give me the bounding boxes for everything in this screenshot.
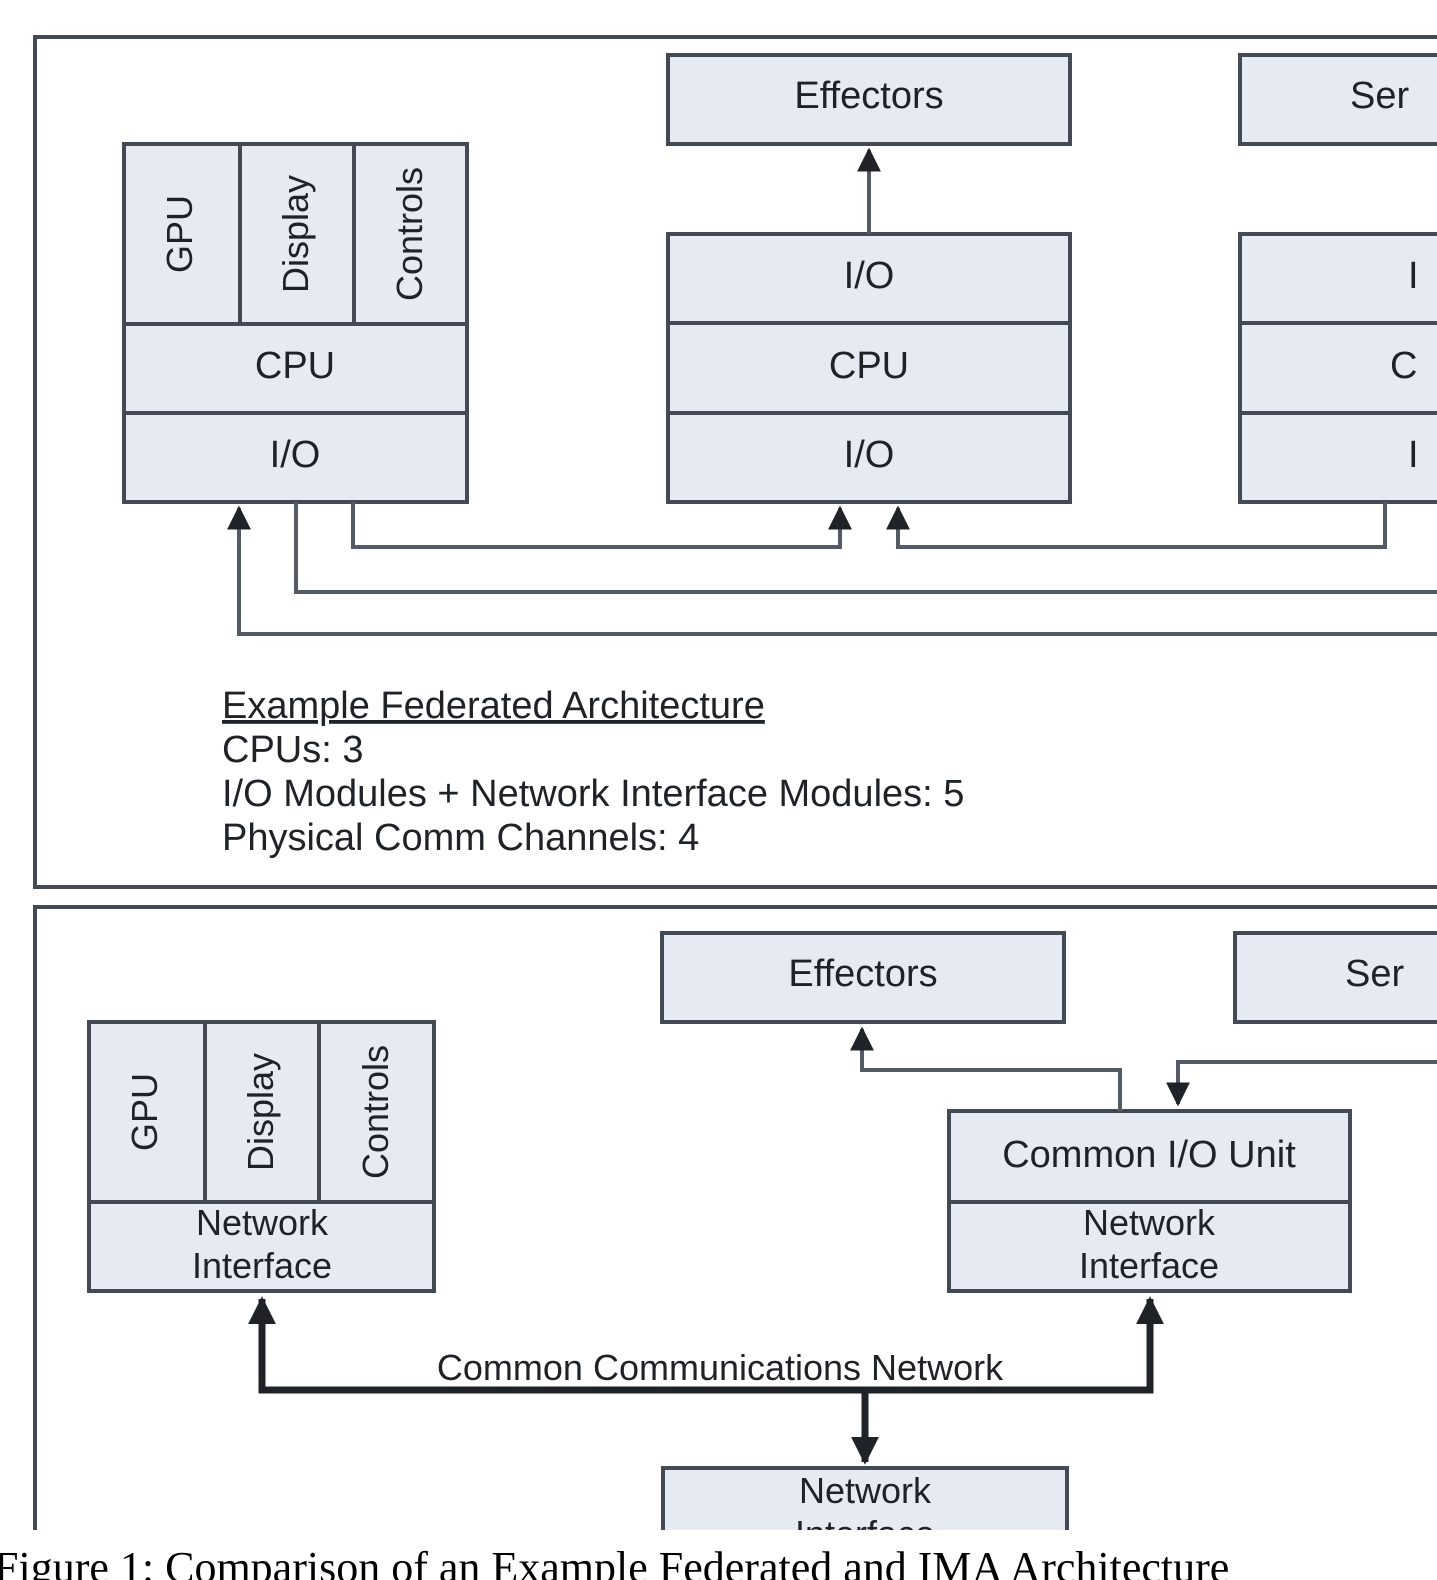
federated-sensors-label: Ser — [1350, 75, 1409, 117]
ima-sensors-box: Ser — [1233, 931, 1437, 1024]
federated-unit2-io-top-label: I/O — [844, 255, 895, 297]
federated-panel: Effectors Ser GPU Display Controls CPU I… — [33, 35, 1437, 889]
ima-display-label: Display — [240, 1053, 281, 1171]
ima-controls-label: Controls — [355, 1045, 396, 1179]
federated-effector-unit: I/O CPU I/O — [666, 232, 1072, 504]
common-io-to-effectors-arrow — [850, 1026, 1122, 1111]
network-bus-label: Common Communications Network — [437, 1347, 1004, 1388]
caption-background — [0, 1530, 1437, 1580]
federated-sensor-unit: I C I — [1238, 232, 1437, 504]
bottom-unit-network-label: Network — [799, 1470, 932, 1511]
federated-unit3-cpu-label: C — [1390, 345, 1417, 387]
federated-controls-label: Controls — [389, 167, 430, 301]
federated-display-label: Display — [275, 175, 316, 293]
federated-unit3-io-bottom-label: I — [1408, 434, 1419, 476]
federated-gpu-label: GPU — [159, 195, 200, 273]
federated-unit2-io-bottom-label: I/O — [844, 434, 895, 476]
common-network-bus — [248, 1296, 1164, 1394]
ima-unit1-network-label: Network — [196, 1202, 329, 1243]
federated-sensors-box: Ser — [1238, 53, 1437, 146]
ima-gpu-label: GPU — [124, 1073, 165, 1151]
federated-channel-count: Physical Comm Channels: 4 — [222, 817, 699, 859]
ima-effectors-label: Effectors — [788, 953, 937, 995]
ima-effectors-box: Effectors — [660, 931, 1066, 1024]
federated-summary-title: Example Federated Architecture — [222, 685, 765, 727]
ima-unit1-interface-label: Interface — [192, 1245, 332, 1286]
sensors-to-common-io-arrow — [1166, 1060, 1437, 1107]
federated-effectors-box: Effectors — [666, 53, 1072, 146]
ima-panel: Effectors Ser GPU Display Controls Netwo… — [33, 905, 1437, 1580]
unit1-output-channel — [294, 502, 1437, 594]
unit1-input-channel — [227, 505, 1437, 636]
unit1-to-unit2-link — [351, 502, 852, 549]
figure-caption: Figure 1: Comparison of an Example Feder… — [0, 1543, 1229, 1580]
unit3-to-unit2-link — [886, 502, 1387, 549]
federated-summary: Example Federated Architecture CPUs: 3 I… — [222, 685, 964, 859]
ima-display-unit: GPU Display Controls Network Interface — [87, 1020, 436, 1293]
common-io-network-label: Network — [1083, 1202, 1216, 1243]
ima-common-io-unit: Common I/O Unit Network Interface — [947, 1109, 1352, 1293]
federated-unit1-io-label: I/O — [270, 434, 321, 476]
federated-cpu-count: CPUs: 3 — [222, 729, 363, 771]
federated-display-unit: GPU Display Controls CPU I/O — [122, 142, 469, 504]
federated-module-count: I/O Modules + Network Interface Modules:… — [222, 773, 964, 815]
ima-sensors-label: Ser — [1345, 953, 1404, 995]
federated-unit2-cpu-label: CPU — [829, 345, 909, 387]
common-io-title: Common I/O Unit — [1002, 1134, 1296, 1176]
federated-unit1-cpu-label: CPU — [255, 345, 335, 387]
common-io-interface-label: Interface — [1079, 1245, 1219, 1286]
federated-unit3-io-top-label: I — [1408, 255, 1419, 297]
federated-effectors-label: Effectors — [794, 75, 943, 117]
